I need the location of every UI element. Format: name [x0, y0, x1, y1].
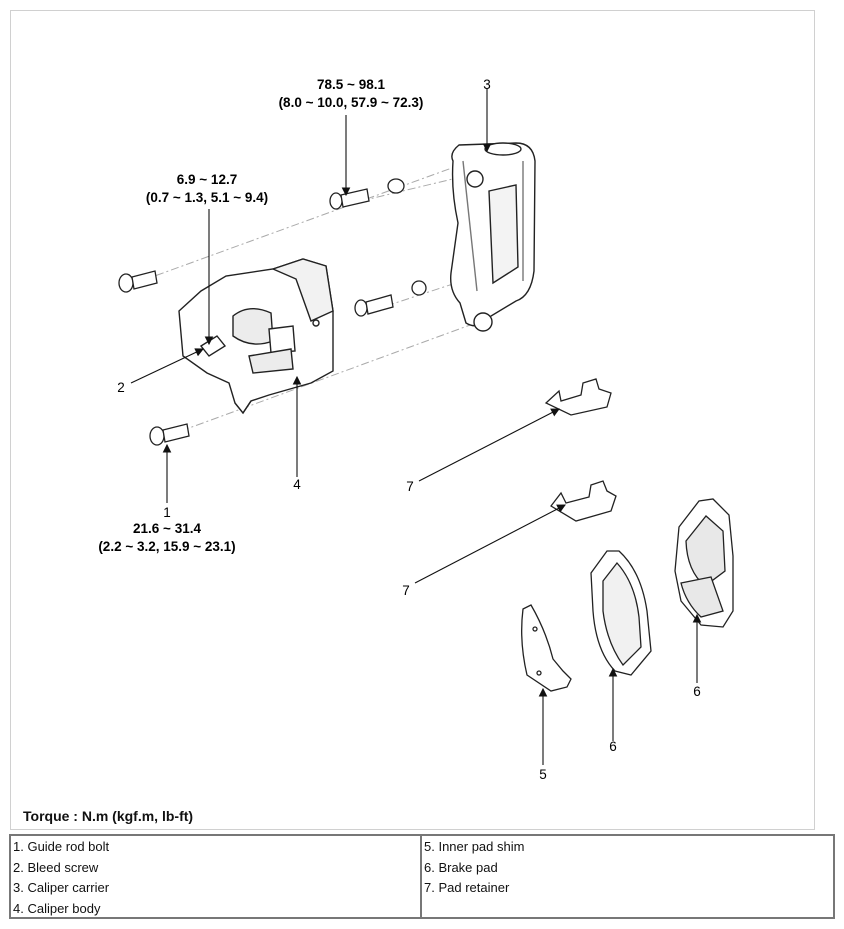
callout-6-outer: 6 — [693, 684, 701, 699]
caliper-body — [178, 258, 334, 415]
brake-pad-outer — [674, 498, 734, 628]
legend-item: 3. Caliper carrier — [13, 880, 110, 895]
caliper-carrier — [450, 142, 536, 332]
brake-pad-inner — [590, 550, 652, 676]
callout-6-inner: 6 — [609, 739, 617, 754]
inner-pad-shim — [521, 604, 572, 692]
callout-1: 1 — [163, 505, 171, 520]
guide-rod-bolt-upper — [118, 270, 158, 293]
legend-item: 6. Brake pad — [424, 859, 498, 875]
torque-bleed-line2: (0.7 ~ 1.3, 5.1 ~ 9.4) — [146, 190, 268, 205]
legend-item: 5. Inner pad shim — [424, 839, 525, 854]
torque-guide-line1: 21.6 ~ 31.4 — [133, 521, 201, 536]
legend-column-right: 5. Inner pad shim 6. Brake pad 7. Pad re… — [422, 836, 833, 917]
leader-lines — [130, 89, 702, 765]
pad-retainer-lower — [550, 480, 617, 522]
callout-4: 4 — [293, 477, 301, 492]
torque-unit-note: Torque : N.m (kgf.m, lb-ft) — [23, 808, 194, 824]
guide-rod-bolt-lower — [149, 423, 190, 446]
callout-5: 5 — [539, 767, 547, 782]
torque-carrier-line2: (8.0 ~ 10.0, 57.9 ~ 72.3) — [279, 95, 424, 110]
parts-legend: 1. Guide rod bolt 2. Bleed screw 3. Cali… — [9, 834, 835, 919]
callout-7-lower: 7 — [402, 583, 410, 598]
legend-column-left: 1. Guide rod bolt 2. Bleed screw 3. Cali… — [11, 836, 422, 917]
torque-bleed-line1: 6.9 ~ 12.7 — [177, 172, 237, 187]
exploded-diagram: 78.5 ~ 98.1 (8.0 ~ 10.0, 57.9 ~ 72.3) 6.… — [10, 10, 815, 830]
carrier-bolt-upper — [329, 178, 405, 210]
torque-carrier-line1: 78.5 ~ 98.1 — [317, 77, 385, 92]
legend-item: 4. Caliper body — [13, 900, 101, 916]
legend-item: 2. Bleed screw — [13, 859, 99, 875]
torque-guide-line2: (2.2 ~ 3.2, 15.9 ~ 23.1) — [98, 539, 235, 554]
callout-3: 3 — [483, 77, 491, 92]
pad-retainer-upper — [544, 378, 612, 416]
callout-2: 2 — [117, 380, 125, 395]
legend-item: 7. Pad retainer — [424, 880, 510, 895]
legend-item: 1. Guide rod bolt — [13, 839, 110, 854]
callout-7-upper: 7 — [406, 479, 414, 494]
diagram-svg: 78.5 ~ 98.1 (8.0 ~ 10.0, 57.9 ~ 72.3) 6.… — [98, 77, 734, 782]
carrier-bolt-lower — [354, 280, 427, 317]
